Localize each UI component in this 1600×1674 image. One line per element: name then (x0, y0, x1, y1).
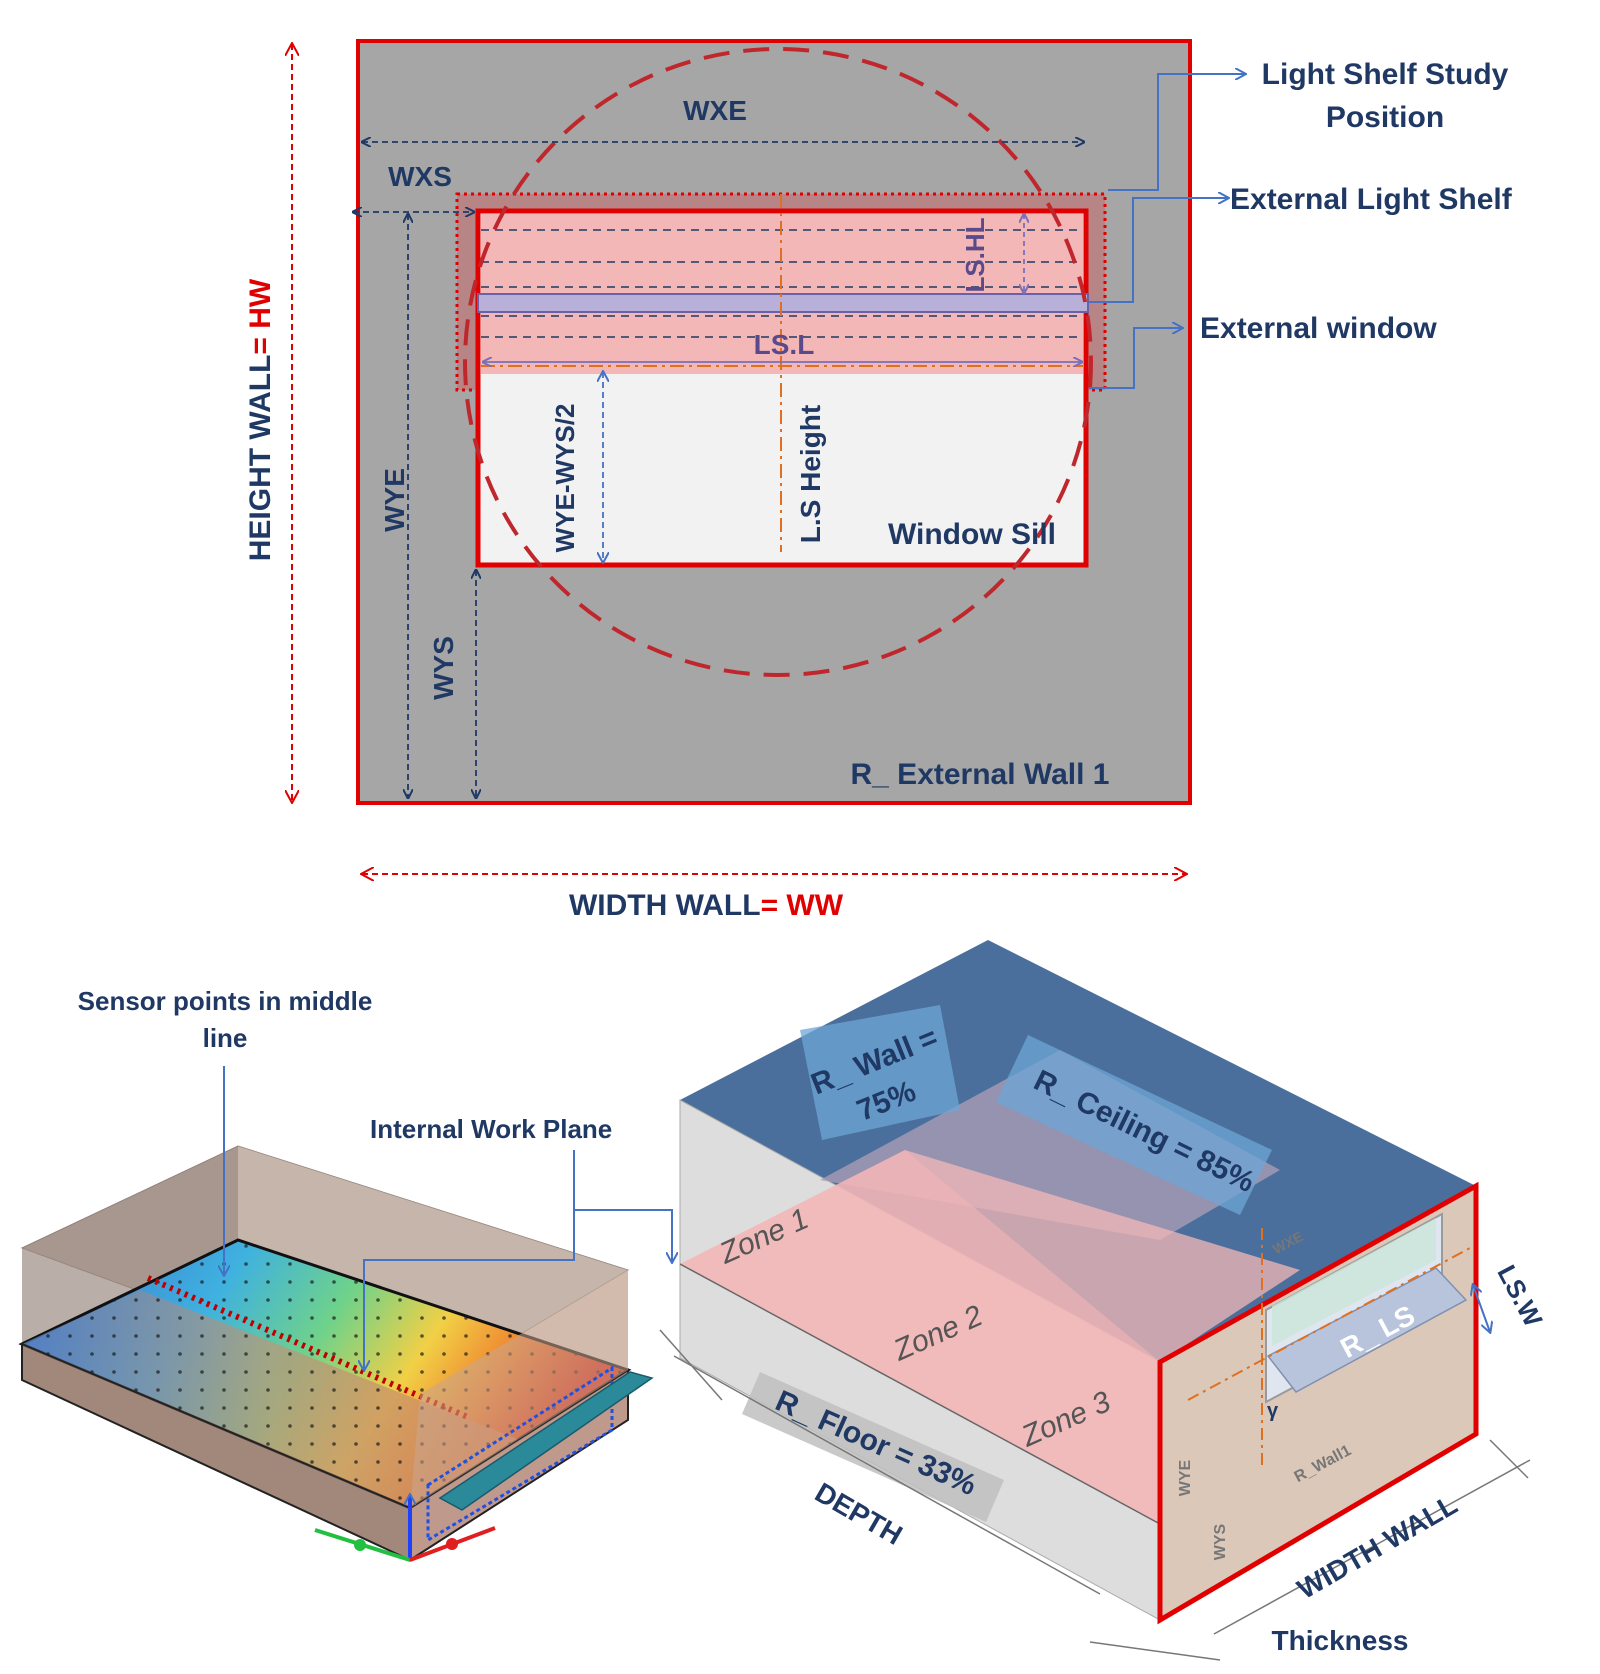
thickness-dim-line (1089, 1641, 1221, 1661)
external-wall-label: R_ External Wall 1 (851, 758, 1110, 791)
sensor-middle-line (146, 1275, 472, 1421)
sensor-points-label-2: line (203, 1023, 248, 1053)
wall-elevation: WXE WXS WYE WYS WYE-WYS/2 L.S Height LS.… (244, 39, 1513, 922)
ls-height-label: L.S Height (795, 405, 826, 543)
small-wys-label: WYS (1212, 1523, 1229, 1560)
room-back-wall (238, 1146, 628, 1380)
study-circle (463, 47, 1093, 677)
depth-dim-line (673, 1355, 1101, 1595)
panel-window-glass (1272, 1218, 1436, 1346)
ls-w-dimension (1473, 1285, 1490, 1332)
gamma-label: γ (1267, 1400, 1279, 1422)
leader-light-shelf-study (1108, 74, 1245, 191)
model-window-outline (426, 1365, 614, 1543)
wxs-label: WXS (388, 161, 452, 192)
axis-y-dot (354, 1539, 366, 1551)
callout-light-shelf-study-2: Position (1326, 101, 1444, 134)
leader-work-plane-right (574, 1209, 672, 1262)
sensor-points-label-1: Sensor points in middle (78, 986, 373, 1016)
wys-label: WYS (428, 636, 459, 700)
callout-light-shelf-study-1: Light Shelf Study (1262, 58, 1509, 91)
room-right-upper (410, 1270, 628, 1508)
depth-label: DEPTH (810, 1477, 908, 1551)
external-light-shelf (477, 293, 1089, 313)
width-wall-label: WIDTH WALL= WW (569, 889, 844, 922)
room-isometric: R_ Wall = 75% R_ Ceiling = 85% Zone 1 Zo… (659, 940, 1549, 1661)
callout-external-light-shelf: External Light Shelf (1230, 183, 1513, 216)
ls-hl-label: LS.HL (960, 217, 990, 292)
wye-label: WYE (379, 468, 410, 532)
wye-wys-half-label: WYE-WYS/2 (550, 404, 580, 553)
axis-x-dot (446, 1538, 458, 1550)
window-sill-label: Window Sill (888, 518, 1056, 551)
model-light-shelf (438, 1371, 654, 1511)
leader-external-light-shelf (1089, 198, 1228, 303)
panel-guide-horizontal (1187, 1247, 1471, 1401)
width-wall-dim-line (1213, 1459, 1531, 1635)
work-plane-edge (679, 1263, 1161, 1525)
leader-work-plane-left (364, 1150, 575, 1370)
height-wall-label: HEIGHT WALL= HW (244, 278, 277, 561)
r-ceiling-label-box (996, 1035, 1272, 1215)
r-wall-label-box (800, 1005, 960, 1140)
leader-external-window (1089, 328, 1182, 389)
ls-w-label: LS.W (1491, 1260, 1548, 1332)
wxe-label: WXE (683, 95, 747, 126)
depth-dim-tick (659, 1329, 723, 1401)
r-floor-label-box (742, 1372, 1004, 1522)
ls-l-label: LS.L (754, 329, 815, 360)
thickness-label: Thickness (1272, 1625, 1409, 1656)
floor-zone-lower (680, 1150, 1160, 1524)
internal-work-plane-label: Internal Work Plane (370, 1114, 612, 1144)
sensor-room-model: Sensor points in middle line Internal Wo… (18, 986, 672, 1562)
width-wall-dim-tick (1489, 1439, 1529, 1479)
small-wye-label: WYE (1177, 1459, 1194, 1496)
callout-external-window: External window (1200, 312, 1437, 345)
room-left-wall (22, 1146, 238, 1344)
